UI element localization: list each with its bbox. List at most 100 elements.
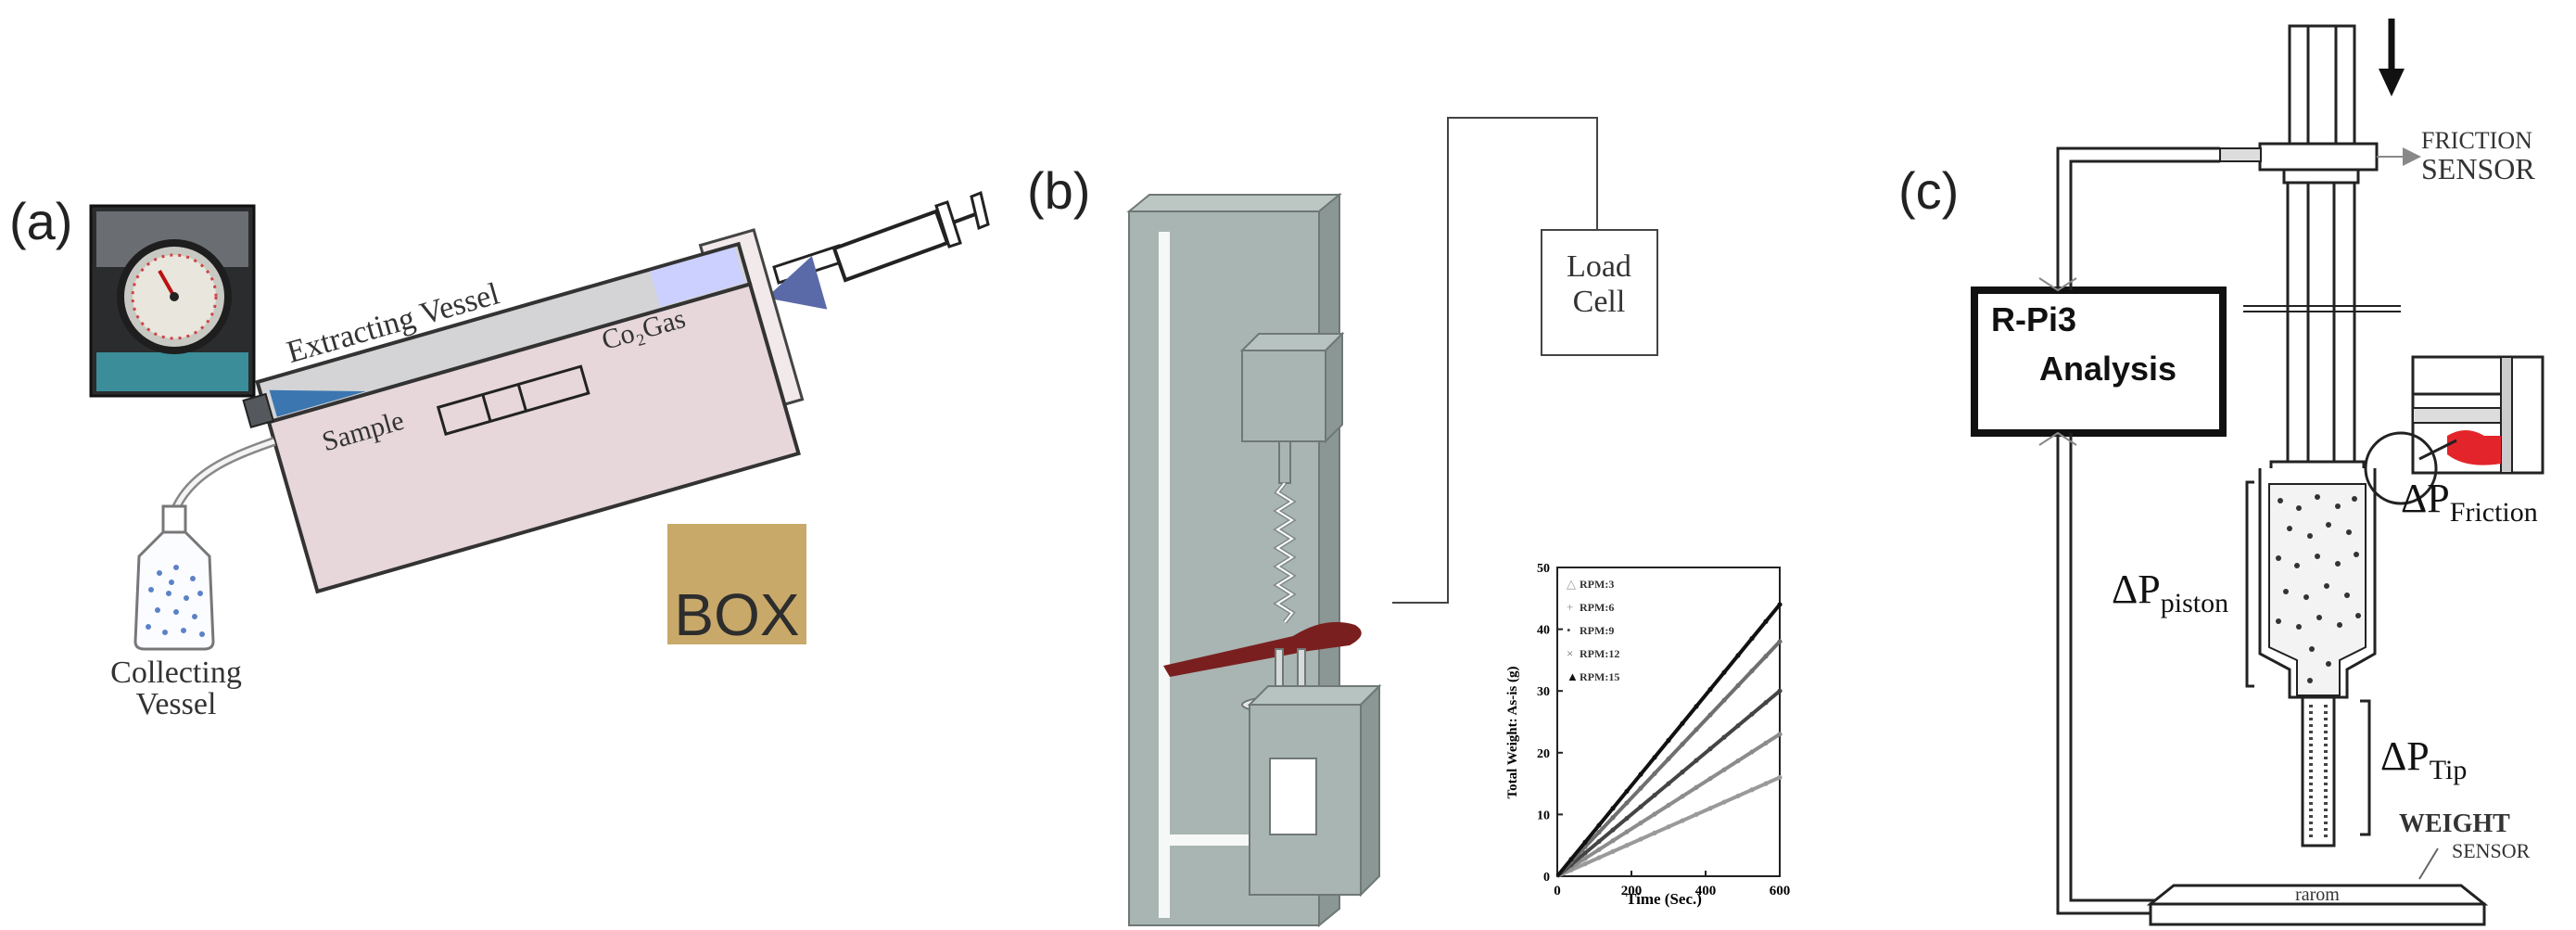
chart-y-tick-label: 10: [1537, 809, 1550, 822]
panel-a-letter: (a): [9, 192, 72, 250]
lower-base: [1247, 683, 1382, 898]
chart-series-point: [1596, 829, 1602, 835]
dp-friction-main: ΔP: [2401, 476, 2450, 521]
transfer-tube: [170, 437, 276, 515]
load-cell-label-line1: Load: [1567, 249, 1631, 284]
chart-series-point: [1777, 639, 1783, 644]
panel-c-letter: (c): [1898, 161, 1959, 220]
sample-fill: [269, 389, 366, 417]
chart-series-point: [1694, 758, 1699, 763]
bottle-icon: [133, 504, 215, 651]
chart-series-point: [1735, 682, 1741, 688]
chart-series-point: [1721, 734, 1727, 740]
chart-series-point: [1749, 749, 1755, 755]
chart-series-point: [1749, 635, 1755, 642]
chart-series-point: [1666, 802, 1671, 809]
chart-series-point: [1624, 843, 1630, 848]
chart-series-point: [1596, 838, 1602, 845]
chart-series-point: [1749, 711, 1755, 717]
chart-series-point: [1694, 704, 1699, 709]
dp-piston-sub: piston: [2161, 588, 2228, 618]
chart-series-point: [1777, 688, 1783, 694]
chart-series-point: [1735, 723, 1741, 729]
chart-series-point: [1777, 774, 1783, 781]
chart-series-point: [1652, 792, 1657, 798]
chart-legend-label: RPM:15: [1580, 670, 1619, 683]
chart-series-point: [1763, 654, 1769, 659]
chart-series-point: [1596, 847, 1602, 852]
upper-grip: [1239, 331, 1345, 484]
chart-series-point: [1707, 806, 1713, 811]
chart-series-point: [1763, 740, 1769, 745]
chart-series-point: [1680, 720, 1685, 726]
specimen-strip: [1163, 621, 1362, 677]
chart-series-point: [1680, 770, 1685, 775]
friction-sensor-label-line2: SENSOR: [2421, 152, 2535, 185]
dp-tip-sub: Tip: [2430, 755, 2468, 785]
pressure-gauge-photo-icon: [89, 204, 256, 398]
collecting-vessel-label-line2: Vessel: [136, 687, 217, 721]
panel-b-letter: (b): [1027, 161, 1090, 220]
chart-series-point: [1666, 737, 1671, 744]
chart-series-point: [1638, 820, 1643, 826]
chart-series-point: [1610, 806, 1616, 811]
chart-series-point: [1624, 800, 1630, 806]
chart-series-point: [1638, 771, 1643, 777]
rpi-analysis-box: [1971, 287, 2227, 437]
panel-c: (c) FRICTION SENSOR: [1898, 19, 2544, 926]
chart-series-point: [1652, 755, 1657, 760]
chart-series-point: [1666, 781, 1671, 786]
chart-series-point: [1666, 824, 1671, 830]
chart-series-point: [1735, 793, 1741, 799]
chart-series-point: [1680, 818, 1685, 823]
chart-ylabel: Total Weight: As-is (g): [1505, 667, 1520, 799]
injection-arrow-icon: [766, 255, 828, 310]
chart-series-point: [1694, 727, 1699, 733]
chart-series-point: [1694, 811, 1699, 818]
chart-series-point: [1777, 602, 1783, 607]
chart-series-point: [1735, 653, 1741, 658]
panel-b: (b): [1027, 117, 1790, 928]
chart-legend-label: RPM:3: [1580, 578, 1614, 591]
chart-xlabel: Time (Sec.): [1626, 890, 1702, 908]
sensor-cables: [2056, 147, 2220, 915]
chart-y-tick-label: 50: [1537, 562, 1550, 576]
dp-tip-main: ΔP: [2380, 733, 2430, 779]
friction-zoom-circle: [2364, 431, 2438, 505]
chart-y-tick-label: 20: [1537, 747, 1550, 761]
chart-series-point: [1582, 839, 1588, 845]
scale-display: rarom: [2295, 885, 2340, 905]
box-label: BOX: [674, 581, 799, 648]
chart-series-point: [1666, 756, 1671, 762]
box: [667, 524, 806, 644]
chart-series-point: [1763, 700, 1769, 706]
chart-series-point: [1582, 850, 1588, 856]
chart-series-point: [1638, 785, 1643, 791]
gas-cap: [650, 247, 745, 308]
dp-tip-label: ΔPTip: [2380, 733, 2467, 785]
chart-series-point: [1624, 815, 1630, 822]
chart-legend-label: RPM:9: [1580, 624, 1614, 637]
chart-series-point: [1596, 855, 1602, 860]
chart-series-point: [1680, 742, 1685, 747]
chart-legend-label: RPM:12: [1580, 647, 1619, 660]
chart-series-point: [1582, 861, 1588, 867]
chart-series-point: [1610, 838, 1616, 844]
weight-sensor-label-line2: SENSOR: [2452, 839, 2531, 862]
chart-series-point: [1763, 781, 1769, 786]
chart-x-tick-label: 600: [1770, 884, 1791, 898]
load-cell-box: [1541, 229, 1658, 356]
chart-series: [1555, 602, 1783, 878]
chart-series-point: [1707, 776, 1713, 782]
chart-series-point: [1582, 856, 1588, 861]
chart-legend-label: RPM:6: [1580, 601, 1614, 614]
vessel-end-cap: [242, 392, 275, 429]
chart-y-tick-label: 40: [1537, 624, 1550, 638]
chart-x-tick-label: 0: [1554, 884, 1561, 898]
piston-barrel: [2258, 468, 2377, 699]
chart-series-point: [1721, 767, 1727, 772]
chart-legend: △RPM:3+RPM:6•RPM:9×RPM:12▲RPM:15: [1567, 577, 1619, 683]
sample-holder: [436, 364, 590, 436]
